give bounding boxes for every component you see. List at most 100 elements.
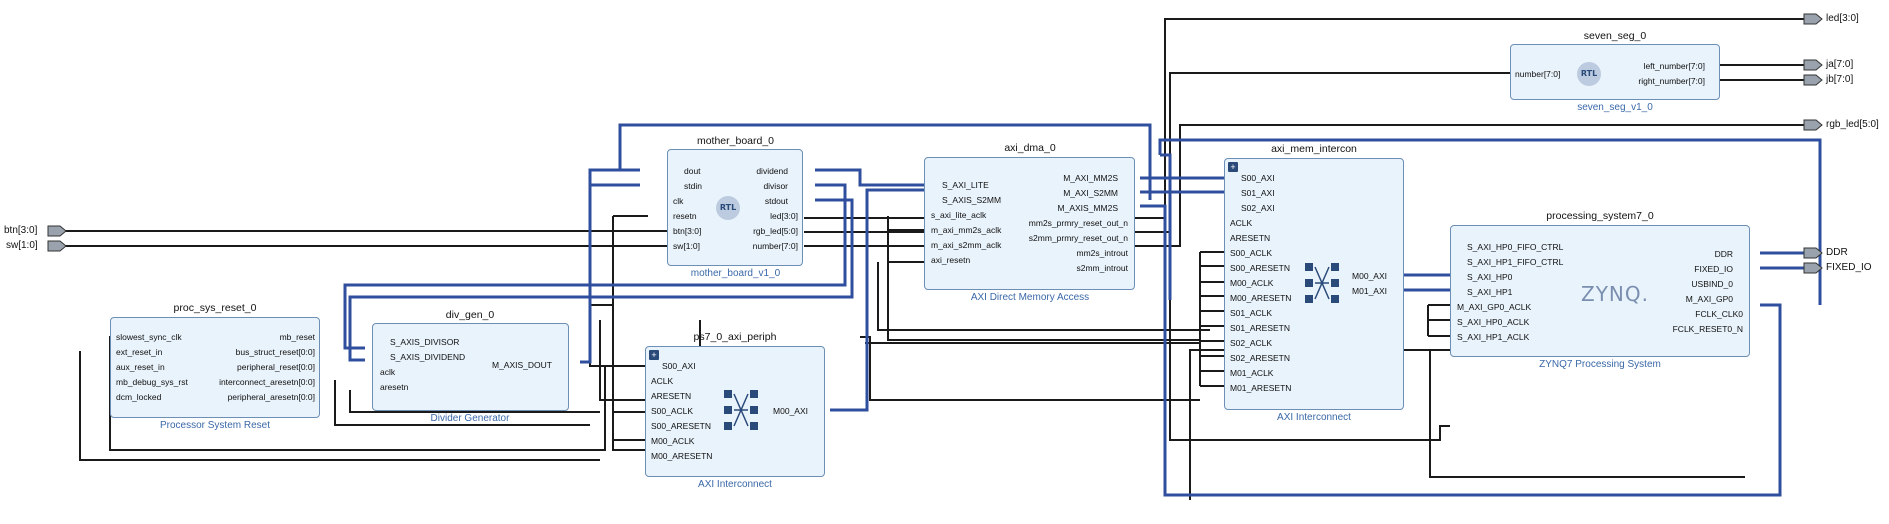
ps7-axi-periph-port: S00_AXI bbox=[662, 361, 696, 371]
mother-board-port: stdout bbox=[764, 196, 788, 206]
rtl-badge-icon: RTL bbox=[716, 196, 740, 220]
proc-sys-reset-port: dcm_locked bbox=[116, 392, 162, 402]
proc-sys-reset-subtitle: Processor System Reset bbox=[159, 420, 271, 431]
proc-sys-reset-title: proc_sys_reset_0 bbox=[173, 302, 257, 314]
processing-system-block[interactable]: S_AXI_HP0_FIFO_CTRL S_AXI_HP1_FIFO_CTRL … bbox=[1450, 225, 1750, 357]
axi-mem-intercon-port: S01_ACLK bbox=[1230, 308, 1273, 318]
processing-system-port: S_AXI_HP0 bbox=[1467, 272, 1513, 282]
port-jb-label: jb[7:0] bbox=[1826, 74, 1854, 85]
axi-dma-port: M_AXI_MM2S bbox=[1063, 173, 1118, 183]
mother-board-subtitle: mother_board_v1_0 bbox=[690, 268, 781, 279]
processing-system-port: S_AXI_HP0_ACLK bbox=[1457, 317, 1530, 327]
zynq-logo: ZYNQ. bbox=[1581, 282, 1649, 306]
div-gen-block[interactable]: S_AXIS_DIVISOR S_AXIS_DIVIDEND aclk ares… bbox=[372, 323, 569, 411]
mother-board-port: number[7:0] bbox=[752, 241, 798, 251]
processing-system-port: FCLK_RESET0_N bbox=[1672, 324, 1743, 334]
processing-system-port: S_AXI_HP1_FIFO_CTRL bbox=[1467, 257, 1564, 267]
axi-dma-port: mm2s_prmry_reset_out_n bbox=[1028, 218, 1128, 228]
div-gen-port: aclk bbox=[380, 367, 396, 377]
processing-system-port: S_AXI_HP1_ACLK bbox=[1457, 332, 1530, 342]
axi-mem-intercon-port: S00_ARESETN bbox=[1230, 263, 1290, 273]
mother-board-port: btn[3:0] bbox=[673, 226, 702, 236]
processing-system-port: S_AXI_HP1 bbox=[1467, 287, 1513, 297]
axi-mem-intercon-port: ARESETN bbox=[1230, 233, 1271, 243]
axi-mem-intercon-port: ACLK bbox=[1230, 218, 1253, 228]
ps7-axi-periph-port: M00_AXI bbox=[773, 406, 808, 416]
processing-system-title: processing_system7_0 bbox=[1546, 210, 1654, 222]
bus-wires bbox=[343, 123, 1822, 497]
axi-mem-intercon-port: M01_ACLK bbox=[1230, 368, 1274, 378]
port-btn-label: btn[3:0] bbox=[4, 225, 38, 236]
mother-board-port: led[3:0] bbox=[770, 211, 798, 221]
ps7-axi-periph-block[interactable]: + S00_AXI ACLK ARESETN S00_ACLK S00_ARES… bbox=[645, 346, 825, 477]
mother-board-port: stdin bbox=[684, 181, 702, 191]
proc-sys-reset-port: bus_struct_reset[0:0] bbox=[235, 347, 315, 357]
processing-system-port: M_AXI_GP0 bbox=[1685, 294, 1733, 304]
proc-sys-reset-block[interactable]: slowest_sync_clk ext_reset_in aux_reset_… bbox=[110, 317, 320, 418]
port-rgb-led-label: rgb_led[5:0] bbox=[1826, 119, 1879, 130]
axi-dma-block[interactable]: S_AXI_LITE S_AXIS_S2MM s_axi_lite_aclk m… bbox=[924, 157, 1135, 290]
axi-dma-port: axi_resetn bbox=[931, 255, 971, 265]
axi-dma-port: m_axi_s2mm_aclk bbox=[931, 240, 1002, 250]
axi-mem-intercon-port: S01_AXI bbox=[1241, 188, 1275, 198]
ps7-axi-periph-port: ACLK bbox=[651, 376, 674, 386]
processing-system-port: M_AXI_GP0_ACLK bbox=[1457, 302, 1532, 312]
mother-board-block[interactable]: dout stdin clk resetn btn[3:0] sw[1:0] d… bbox=[667, 149, 803, 266]
axi-dma-port: S_AXI_LITE bbox=[942, 180, 989, 190]
seven-seg-port: number[7:0] bbox=[1515, 69, 1561, 79]
seven-seg-block[interactable]: number[7:0] left_number[7:0] right_numbe… bbox=[1510, 44, 1720, 100]
port-arrows bbox=[47, 13, 1823, 274]
processing-system-port: FCLK_CLK0 bbox=[1695, 309, 1743, 319]
div-gen-title: div_gen_0 bbox=[445, 309, 495, 321]
processing-system-port: DDR bbox=[1714, 249, 1733, 259]
div-gen-port: M_AXIS_DOUT bbox=[492, 360, 552, 370]
axi-dma-port: M_AXIS_MM2S bbox=[1057, 203, 1118, 213]
port-ddr-label: DDR bbox=[1826, 247, 1848, 258]
seven-seg-port: right_number[7:0] bbox=[1638, 76, 1705, 86]
proc-sys-reset-port: aux_reset_in bbox=[116, 362, 165, 372]
div-gen-port: S_AXIS_DIVIDEND bbox=[390, 352, 466, 362]
axi-mem-intercon-subtitle: AXI Interconnect bbox=[1277, 412, 1351, 423]
ps7-axi-periph-port: S00_ACLK bbox=[651, 406, 694, 416]
axi-mem-intercon-port: M00_ACLK bbox=[1230, 278, 1274, 288]
axi-dma-port: m_axi_mm2s_aclk bbox=[931, 225, 1002, 235]
axi-dma-subtitle: AXI Direct Memory Access bbox=[970, 292, 1090, 303]
proc-sys-reset-port: ext_reset_in bbox=[116, 347, 163, 357]
axi-mem-intercon-port: S00_ACLK bbox=[1230, 248, 1273, 258]
ps7-axi-periph-port: M00_ACLK bbox=[651, 436, 695, 446]
processing-system-port: FIXED_IO bbox=[1694, 264, 1733, 274]
crossbar-icon bbox=[724, 390, 758, 430]
port-sw-label: sw[1:0] bbox=[6, 240, 38, 251]
mother-board-title: mother_board_0 bbox=[696, 135, 775, 147]
div-gen-subtitle: Divider Generator bbox=[430, 413, 510, 424]
axi-mem-intercon-title: axi_mem_intercon bbox=[1271, 143, 1357, 155]
axi-dma-title: axi_dma_0 bbox=[1004, 142, 1056, 154]
port-fixed-io-label: FIXED_IO bbox=[1826, 262, 1872, 273]
proc-sys-reset-port: mb_reset bbox=[279, 332, 315, 342]
mother-board-port: dout bbox=[684, 166, 701, 176]
mother-board-port: resetn bbox=[673, 211, 697, 221]
axi-dma-port: s_axi_lite_aclk bbox=[931, 210, 987, 220]
mother-board-port: divisor bbox=[763, 181, 788, 191]
ps7-axi-periph-port: ARESETN bbox=[651, 391, 692, 401]
port-ja-label: ja[7:0] bbox=[1826, 59, 1854, 70]
ps7-axi-periph-title: ps7_0_axi_periph bbox=[693, 331, 777, 343]
axi-mem-intercon-port: M01_ARESETN bbox=[1230, 383, 1292, 393]
proc-sys-reset-port: peripheral_reset[0:0] bbox=[237, 362, 315, 372]
ps7-axi-periph-port: M00_ARESETN bbox=[651, 451, 713, 461]
mother-board-port: rgb_led[5:0] bbox=[753, 226, 798, 236]
processing-system-port: USBIND_0 bbox=[1691, 279, 1733, 289]
axi-mem-intercon-port: M00_ARESETN bbox=[1230, 293, 1292, 303]
axi-mem-intercon-port: M00_AXI bbox=[1352, 271, 1387, 281]
expand-icon[interactable]: + bbox=[649, 350, 659, 360]
rtl-badge-icon: RTL bbox=[1577, 62, 1601, 86]
axi-mem-intercon-port: S02_AXI bbox=[1241, 203, 1275, 213]
mother-board-port: sw[1:0] bbox=[673, 241, 700, 251]
processing-system-subtitle: ZYNQ7 Processing System bbox=[1539, 359, 1661, 370]
crossbar-icon bbox=[1305, 263, 1339, 303]
axi-dma-port: S_AXIS_S2MM bbox=[942, 195, 1002, 205]
proc-sys-reset-port: interconnect_aresetn[0:0] bbox=[219, 377, 315, 387]
seven-seg-title: seven_seg_0 bbox=[1583, 30, 1647, 42]
axi-mem-intercon-block[interactable]: + S00_AXI S01_AXI S02_AXI ACLK ARESETN S… bbox=[1224, 158, 1404, 410]
expand-icon[interactable]: + bbox=[1228, 162, 1238, 172]
